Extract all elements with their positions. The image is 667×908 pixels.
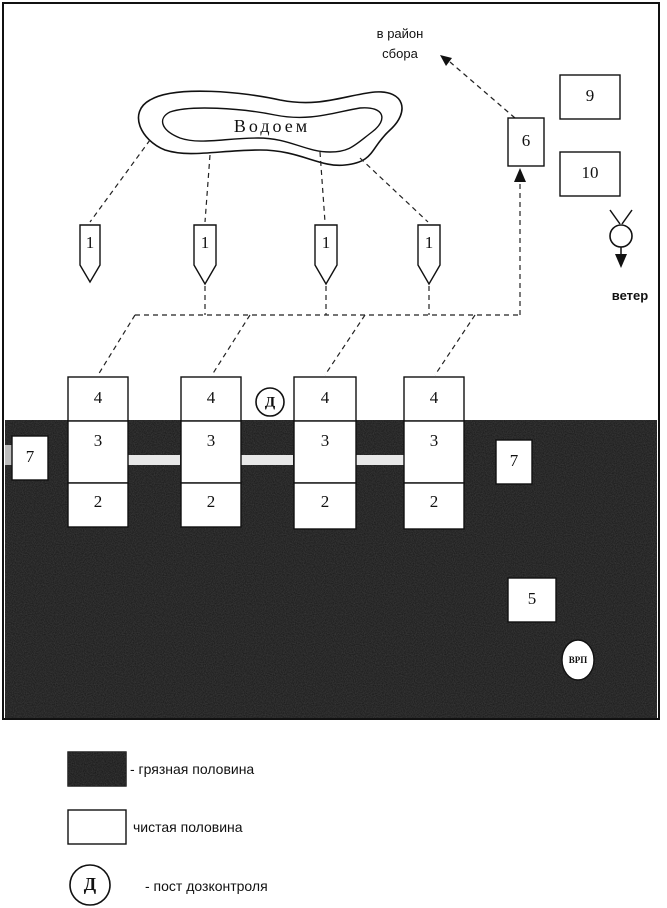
vehicle-1b: 1 <box>193 224 217 286</box>
box-7-right-label: 7 <box>510 451 519 470</box>
column-4: 4 3 2 <box>403 376 465 530</box>
legend-control-post-symbol: Д <box>84 874 97 894</box>
vehicle-1d: 1 <box>417 224 441 286</box>
box-2-label: 2 <box>94 492 103 511</box>
diagram-frame <box>2 2 660 720</box>
oval-marker: ВРП <box>561 639 595 681</box>
box-7-right <box>495 439 533 485</box>
column-3: 4 3 2 <box>293 376 357 530</box>
vehicle-label: 1 <box>86 233 95 252</box>
box-6 <box>507 117 545 167</box>
legend-clean: чистая половина <box>67 809 243 845</box>
vehicle-label: 1 <box>201 233 210 252</box>
box-9-label: 9 <box>586 86 595 105</box>
lake-to-vehicle-links <box>89 139 429 223</box>
box-3-label: 3 <box>207 431 216 450</box>
legend-dirty: - грязная половина <box>67 751 254 787</box>
box-2-label: 2 <box>430 492 439 511</box>
box-7-left <box>11 435 49 481</box>
box-10 <box>559 151 621 197</box>
box-4-label: 4 <box>207 388 216 407</box>
collection-label-line1: в район <box>377 26 424 41</box>
vehicle-label: 1 <box>322 233 331 252</box>
box-4-label: 4 <box>430 388 439 407</box>
vehicle-1c: 1 <box>314 224 338 286</box>
vehicle-1a: 1 <box>79 224 101 284</box>
legend-clean-label: чистая половина <box>133 819 243 835</box>
column-2: 4 3 2 <box>180 376 242 528</box>
box-3-label: 3 <box>321 431 330 450</box>
box-3-label: 3 <box>430 431 439 450</box>
box-2-label: 2 <box>321 492 330 511</box>
legend: - грязная половина чистая половина Д - п… <box>67 751 268 906</box>
box-4-label: 4 <box>321 388 330 407</box>
wind-icon <box>609 209 633 268</box>
control-post-label: Д <box>265 394 276 410</box>
vehicle-label: 1 <box>425 233 434 252</box>
box-5-label: 5 <box>528 589 537 608</box>
box-5 <box>507 577 557 623</box>
collection-label-line2: сбора <box>382 46 418 61</box>
oval-label: ВРП <box>569 655 588 665</box>
box-7-left-label: 7 <box>26 447 35 466</box>
dashed-network <box>97 55 526 376</box>
legend-dirty-label: - грязная половина <box>130 761 254 777</box>
lake-label: Водоем <box>234 116 310 136</box>
box-4-label: 4 <box>94 388 103 407</box>
lake: Водоем <box>137 90 403 167</box>
box-2-label: 2 <box>207 492 216 511</box>
legend-control-post: Д - пост дозконтроля <box>69 864 268 906</box>
box-3-label: 3 <box>94 431 103 450</box>
box-10-label: 10 <box>582 163 599 182</box>
column-1: 4 3 2 <box>67 376 129 528</box>
wind-label: ветер <box>612 288 648 303</box>
legend-control-post-label: - пост дозконтроля <box>145 878 268 894</box>
control-post-marker: Д <box>255 387 285 417</box>
box-9 <box>559 74 621 120</box>
box-6-label: 6 <box>522 131 531 150</box>
